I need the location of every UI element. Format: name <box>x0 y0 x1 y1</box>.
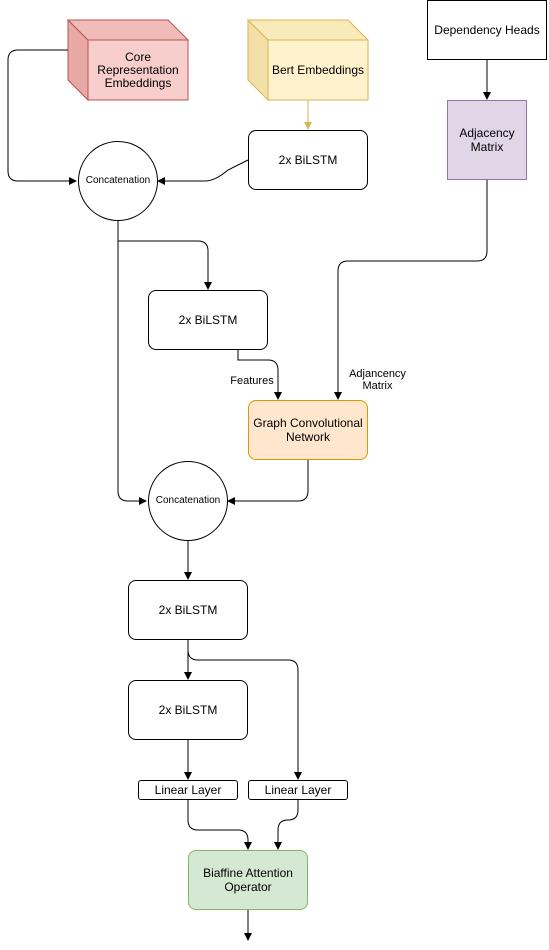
edge-gcn-to-concat2 <box>227 460 309 505</box>
edge-concat-to-bilstm <box>117 221 212 290</box>
bert-embeddings-cube <box>246 18 370 102</box>
edge-label-adjacency: Adjancency Matrix <box>349 368 406 392</box>
edge-bilstm-to-concat <box>157 159 249 185</box>
dependency-heads-box: Dependency Heads <box>427 0 547 60</box>
edge-label-features: Features <box>230 375 274 387</box>
bilstm-top-box: 2x BiLSTM <box>248 130 368 190</box>
bilstm-3-box: 2x BiLSTM <box>128 580 248 640</box>
linear-layer-right-box: Linear Layer <box>248 780 348 800</box>
linear-layer-left-box: Linear Layer <box>138 780 238 800</box>
edge-concat-to-concat2 <box>117 221 147 505</box>
edge-linear-left-to-biaffine <box>187 800 252 850</box>
edge-bilstm3-to-linear-right <box>187 649 302 780</box>
bilstm-4-box: 2x BiLSTM <box>128 680 248 740</box>
bilstm-features-box: 2x BiLSTM <box>148 290 268 350</box>
concatenation-bottom-circle: Concatenation <box>148 461 228 541</box>
edge-core-to-concat <box>7 49 77 185</box>
edge-bilstm-to-gcn <box>237 350 282 400</box>
biaffine-box: Biaffine Attention Operator <box>188 850 308 910</box>
edge-linear-right-to-biaffine <box>274 800 299 850</box>
edge-adj-to-gcn <box>334 180 488 400</box>
core-embeddings-label: Core Representation Embeddings <box>97 49 179 90</box>
concatenation-top-circle: Concatenation <box>78 141 158 221</box>
adjacency-matrix-box: Adjacency Matrix <box>447 100 527 180</box>
bert-embeddings-label: Bert Embeddings <box>271 62 365 77</box>
gcn-box: Graph Convolutional Network <box>248 400 368 460</box>
core-embeddings-cube <box>66 18 190 102</box>
